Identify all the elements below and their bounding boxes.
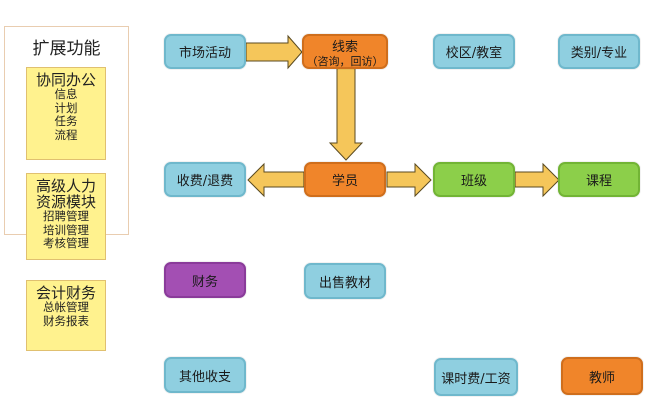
node-market-activity[interactable]: 市场活动	[164, 34, 246, 69]
extension-panel-title: 扩展功能	[32, 39, 101, 59]
module-item: 任务	[54, 114, 78, 128]
arrow-student-to-fees	[247, 162, 305, 198]
module-item: 培训管理	[43, 222, 89, 237]
arrow-student-to-class	[386, 162, 432, 198]
module-title: 会计财务	[35, 284, 96, 302]
module-hr: 高级人力 资源模块 招聘管理 培训管理 考核管理	[26, 173, 106, 260]
module-item: 信息	[54, 87, 78, 101]
node-label: 类别/专业	[570, 46, 628, 61]
module-item: 计划	[54, 100, 78, 115]
node-student[interactable]: 学员	[304, 162, 386, 197]
node-sublabel: （咨询，回访）	[306, 54, 384, 68]
module-item: 流程	[54, 127, 78, 142]
node-label: 校区/教室	[445, 46, 503, 61]
module-collaboration: 协同办公 信息 计划 任务 流程	[26, 67, 106, 160]
node-course[interactable]: 课程	[558, 162, 640, 197]
module-accounting: 会计财务 总帐管理 财务报表	[26, 280, 106, 351]
module-title: 协同办公	[35, 71, 96, 89]
node-label: 班级	[460, 174, 487, 189]
node-teacher[interactable]: 教师	[561, 357, 643, 395]
node-label: 课程	[585, 174, 612, 189]
node-sell-materials[interactable]: 出售教材	[304, 263, 386, 299]
module-item: 招聘管理	[43, 209, 89, 223]
module-title: 资源模块	[35, 193, 96, 211]
node-leads[interactable]: 线索 （咨询，回访）	[302, 34, 388, 69]
node-label: 收费/退费	[176, 174, 234, 189]
arrow-market-to-leads	[245, 34, 303, 70]
module-item: 考核管理	[43, 236, 89, 250]
node-class-fees-wages[interactable]: 课时费/工资	[434, 358, 518, 396]
arrow-leads-to-student	[328, 67, 364, 161]
node-label: 学员	[331, 174, 358, 189]
node-finance[interactable]: 财务	[164, 262, 246, 298]
module-item: 总帐管理	[43, 300, 89, 314]
node-label: 财务	[191, 274, 218, 290]
node-fees-refunds[interactable]: 收费/退费	[164, 162, 246, 197]
node-label: 线索	[331, 39, 358, 55]
module-item: 财务报表	[43, 313, 89, 328]
node-campus-classroom[interactable]: 校区/教室	[433, 34, 515, 69]
node-class[interactable]: 班级	[433, 162, 515, 197]
node-label: 课时费/工资	[441, 371, 511, 387]
node-label: 出售教材	[318, 275, 371, 291]
node-category-major[interactable]: 类别/专业	[558, 34, 640, 69]
module-title: 高级人力	[35, 177, 96, 195]
node-label: 市场活动	[178, 46, 231, 61]
node-label: 教师	[588, 370, 615, 386]
arrow-class-to-course	[514, 162, 560, 198]
node-other-income-expense[interactable]: 其他收支	[164, 357, 246, 393]
node-label: 其他收支	[178, 369, 231, 385]
